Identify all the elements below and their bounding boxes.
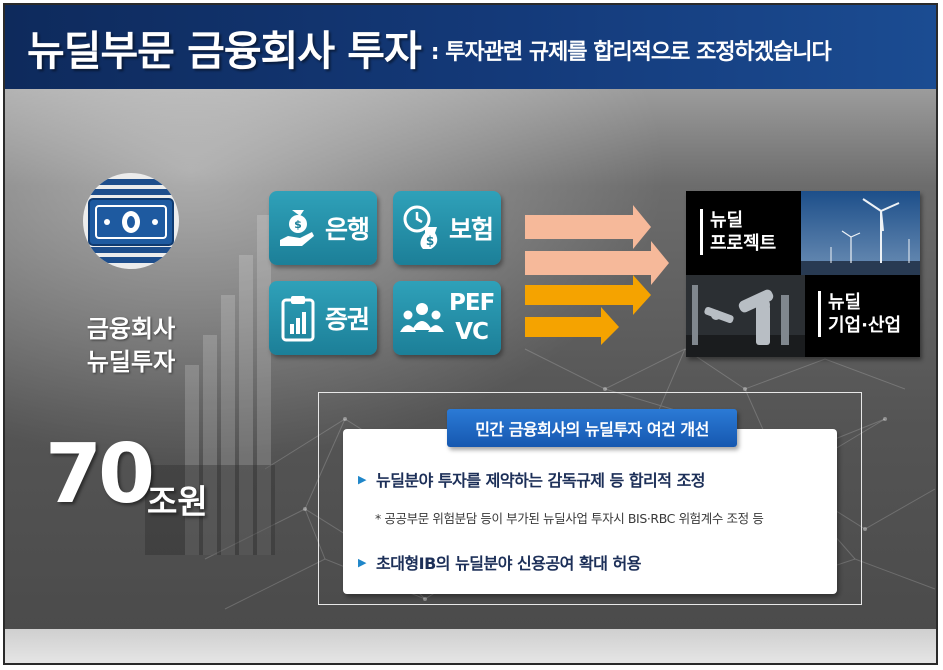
arrow-3-icon [525, 275, 651, 315]
improvement-card [343, 429, 837, 594]
tile-insurance-label: 보험 [449, 215, 494, 244]
project-label-line-1: 뉴딜 [710, 210, 744, 231]
tile-securities-label: 증권 [325, 305, 370, 334]
industry-label-line-2: 기업·산업 [828, 315, 902, 336]
bar-graph-decoration-icon [145, 215, 275, 555]
tile-insurance: $ 보험 [393, 191, 501, 265]
group-icon [399, 298, 445, 338]
label-line-1: 금융회사 [86, 315, 176, 343]
tile-vc-label: VC [455, 319, 489, 345]
bullet-item-2-text: 초대형IB의 뉴딜분야 신용공여 확대 허용 [375, 554, 641, 573]
amount-value: 70 [45, 427, 155, 522]
amount-unit: 조원 [147, 482, 208, 521]
arrow-2-icon [525, 241, 669, 285]
money-hand-icon: $ [275, 206, 321, 250]
financial-investment-label: 금융회사 뉴딜투자 [61, 313, 201, 379]
slide-frame: 뉴딜부문 금융회사 투자 : 투자관련 규제를 합리적으로 조정하겠습니다 [3, 3, 938, 665]
bottom-band [5, 629, 936, 663]
improvement-heading: 민간 금융회사의 뉴딜투자 여건 개선 [447, 409, 737, 447]
bullet-item-1-text: 뉴딜분야 투자를 제약하는 감독규제 등 합리적 조정 [375, 471, 706, 490]
industry-label: 뉴딜 기업·산업 [818, 291, 901, 337]
clipboard-chart-icon [275, 294, 321, 342]
tile-securities: 증권 [269, 281, 377, 355]
project-label: 뉴딜 프로젝트 [700, 209, 776, 255]
tile-bank-label: 은행 [325, 215, 370, 244]
bullet-note: * 공공부문 위험분담 등이 부가된 뉴딜사업 투자시 BIS·RBC 위험계수… [375, 511, 764, 526]
header-banner: 뉴딜부문 금융회사 투자 : 투자관련 규제를 합리적으로 조정하겠습니다 [5, 5, 936, 89]
improvement-outer-frame [318, 392, 862, 605]
wind-turbine-photo-icon [801, 191, 920, 275]
tile-pef-label: PEF [449, 290, 495, 316]
industry-label-line-1: 뉴딜 [828, 292, 862, 313]
bullet-item-1: ▶ 뉴딜분야 투자를 제약하는 감독규제 등 합리적 조정 [358, 467, 706, 491]
svg-text:$: $ [294, 218, 302, 231]
tile-pef-vc: PEF VC [393, 281, 501, 355]
page-subtitle: : 투자관련 규제를 합리적으로 조정하겠습니다 [430, 40, 832, 65]
banknote-icon [88, 198, 174, 246]
bullet-item-2: ▶ 초대형IB의 뉴딜분야 신용공여 확대 허용 [358, 550, 641, 574]
clock-dollar-icon: $ [399, 203, 445, 253]
robot-arm-photo-icon [686, 275, 805, 357]
svg-text:$: $ [426, 234, 434, 248]
arrow-4-icon [525, 307, 619, 345]
flow-arrows [525, 205, 669, 345]
label-line-2: 뉴딜투자 [86, 348, 176, 376]
triangle-bullet-icon: ▶ [358, 472, 366, 486]
new-deal-targets-panel: 뉴딜 프로젝트 뉴딜 기업·산업 [686, 191, 920, 357]
arrow-1-icon [525, 205, 651, 249]
triangle-bullet-icon: ▶ [358, 555, 366, 569]
tile-bank: $ 은행 [269, 191, 377, 265]
page-title: 뉴딜부문 금융회사 투자 [27, 27, 422, 75]
tile-pef-vc-label: PEF VC [449, 289, 495, 347]
project-label-line-2: 프로젝트 [710, 233, 777, 254]
